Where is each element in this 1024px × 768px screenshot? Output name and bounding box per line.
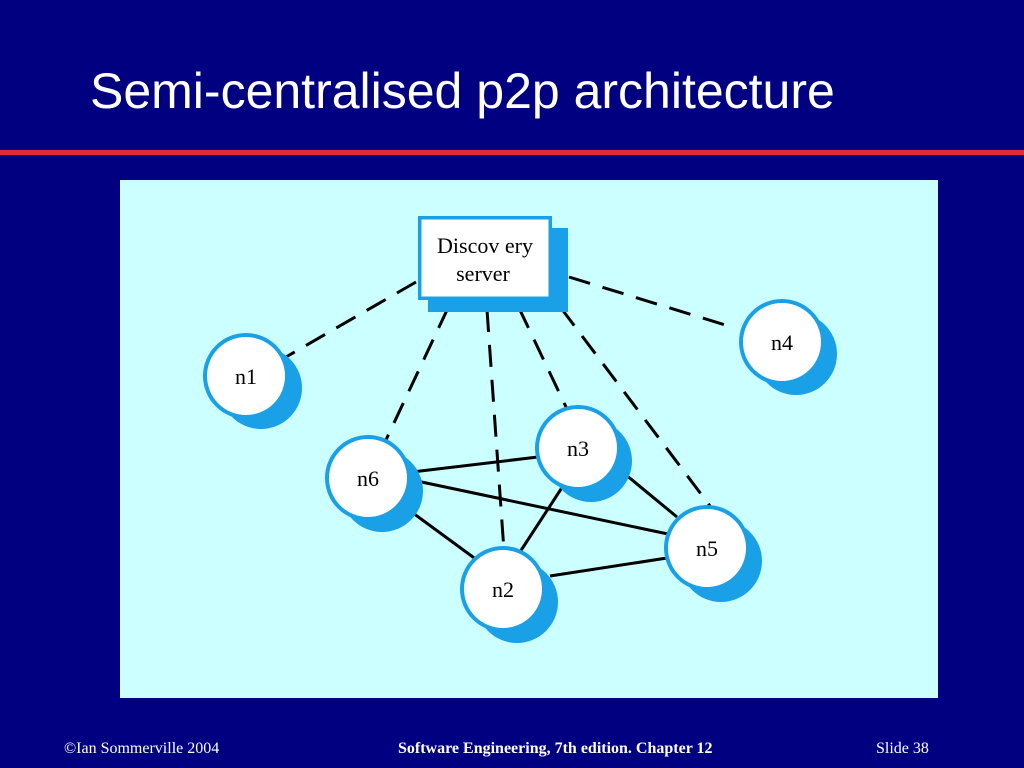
server-label-line2: server — [456, 261, 510, 286]
node-label-n2: n2 — [492, 577, 514, 602]
server-link-n6 — [383, 307, 450, 443]
node-n1: n1 — [203, 333, 302, 429]
node-n2: n2 — [460, 546, 558, 643]
title-rule — [0, 150, 1024, 155]
footer-copyright: ©Ian Sommerville 2004 — [64, 740, 220, 757]
peer-link-n6-n5 — [411, 478, 669, 536]
node-label-n4: n4 — [771, 330, 793, 355]
node-label-n5: n5 — [696, 536, 718, 561]
footer-slide-number: Slide 38 — [876, 740, 929, 757]
node-n5: n5 — [664, 505, 762, 602]
node-n3: n3 — [535, 405, 632, 502]
diagram-panel: Discov ery server n1 n4 n3 n6 n5 — [120, 180, 938, 698]
server-link-n2 — [485, 309, 506, 552]
peer-link-n6-n3 — [411, 455, 539, 474]
footer-book-title: Software Engineering, 7th edition. Chapt… — [398, 740, 713, 757]
node-n6: n6 — [325, 435, 423, 532]
server-link-n1 — [285, 280, 417, 359]
peer-link-n2-n5 — [549, 556, 668, 578]
node-n4: n4 — [739, 299, 837, 395]
server-link-n5 — [559, 307, 712, 507]
peer-link-n3-n5 — [619, 468, 678, 519]
peer-link-n3-n2 — [516, 485, 565, 556]
server-label-line1: Discov ery — [437, 233, 533, 258]
server-link-n4 — [568, 275, 736, 330]
architecture-diagram: Discov ery server n1 n4 n3 n6 n5 — [203, 216, 837, 643]
node-label-n3: n3 — [567, 436, 589, 461]
slide-title: Semi-centralised p2p architecture — [90, 63, 835, 119]
discovery-server: Discov ery server — [418, 216, 568, 312]
node-label-n6: n6 — [357, 466, 379, 491]
server-link-n3 — [517, 307, 569, 410]
node-label-n1: n1 — [235, 364, 257, 389]
